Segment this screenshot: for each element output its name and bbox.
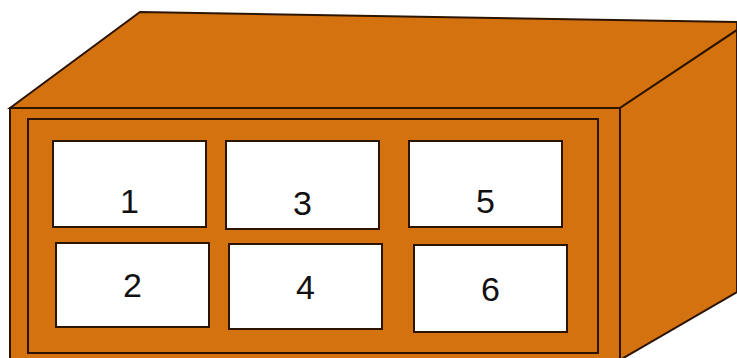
numbered-panel: 3 <box>225 140 380 230</box>
numbered-panel: 4 <box>228 243 383 330</box>
panel-number: 2 <box>123 268 142 302</box>
numbered-panel: 5 <box>408 140 563 228</box>
panel-number: 3 <box>293 186 312 220</box>
front-face <box>10 108 620 358</box>
numbered-panel: 1 <box>52 140 207 228</box>
panel-number: 6 <box>481 272 500 306</box>
top-face <box>10 12 737 108</box>
panel-number: 1 <box>120 184 139 218</box>
panel-number: 5 <box>476 184 495 218</box>
side-face <box>620 30 737 358</box>
numbered-panel: 6 <box>413 244 568 333</box>
inner-frame <box>28 119 598 353</box>
panel-number: 4 <box>296 270 315 304</box>
numbered-panel: 2 <box>55 242 210 328</box>
